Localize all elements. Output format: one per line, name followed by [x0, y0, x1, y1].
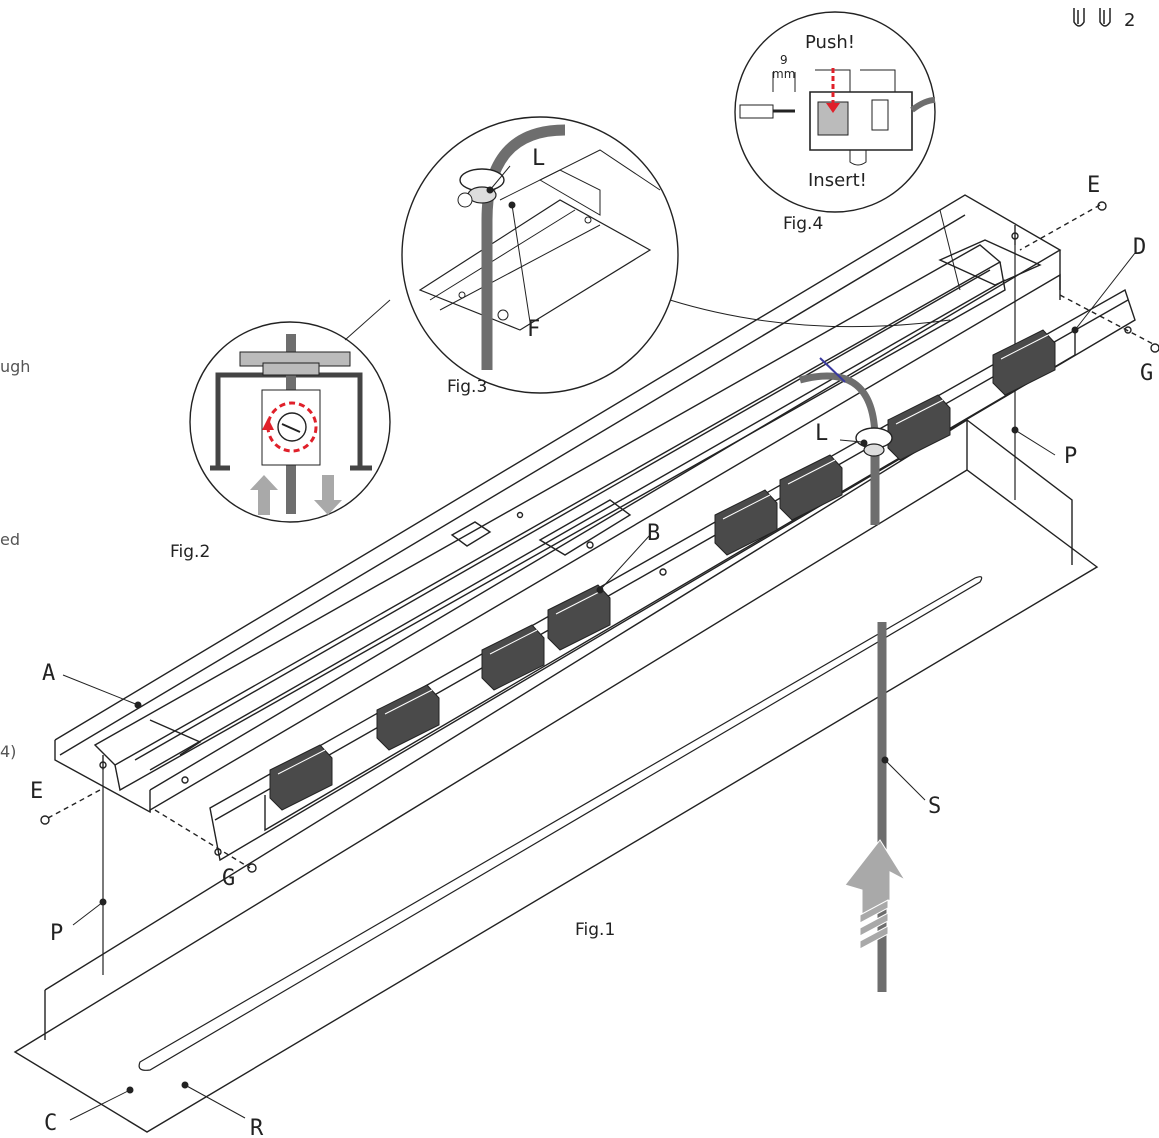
connector-4 [547, 584, 611, 651]
fig4-strip-unit: mm [772, 67, 795, 81]
callout-g-left: G [222, 866, 235, 891]
insert-arrow-icon [844, 839, 907, 950]
screws [40, 201, 1159, 873]
callout-e-right: E [1087, 173, 1100, 198]
edge-text-2: ed [0, 530, 20, 549]
page-marker: 2 [1073, 8, 1135, 31]
edge-text-1: ugh [0, 357, 30, 376]
connector-7 [887, 394, 951, 461]
callout-p-right: P [1064, 444, 1077, 469]
callout-c: C [44, 1111, 57, 1136]
fig4-detail [734, 11, 961, 291]
fig4-strip-value: 9 [780, 53, 788, 67]
callout-l-main: L [815, 421, 828, 446]
connector-3 [481, 624, 545, 691]
connector-6 [779, 454, 843, 521]
cover-plate [13, 418, 1099, 1133]
edge-text-3: 4) [0, 742, 16, 761]
fig3-detail [401, 116, 951, 394]
fig4-push-label: Push! [805, 32, 855, 53]
caption-fig3: Fig.3 [447, 377, 487, 397]
caption-fig4: Fig.4 [783, 214, 823, 234]
fig2-detail [189, 299, 391, 523]
caption-fig2: Fig.2 [170, 542, 210, 562]
callout-r: R [250, 1116, 264, 1138]
callout-a: A [42, 661, 55, 686]
connector-8 [992, 329, 1056, 396]
page-number: 2 [1124, 10, 1135, 31]
leader-lines [62, 165, 1136, 1121]
connector-5 [714, 489, 778, 556]
connector-2 [376, 684, 440, 751]
callout-l-fig3: L [532, 146, 545, 171]
callout-f: F [527, 317, 540, 342]
callout-e-left: E [30, 779, 43, 804]
callout-s: S [928, 794, 941, 819]
callout-d: D [1133, 235, 1146, 260]
connector-1 [269, 744, 333, 811]
callout-g-right: G [1140, 361, 1153, 386]
connector-blocks [269, 329, 1056, 811]
caption-fig1: Fig.1 [575, 920, 615, 940]
callout-b: B [647, 521, 660, 546]
fig4-insert-label: Insert! [808, 170, 867, 191]
callout-p-left: P [50, 921, 63, 946]
